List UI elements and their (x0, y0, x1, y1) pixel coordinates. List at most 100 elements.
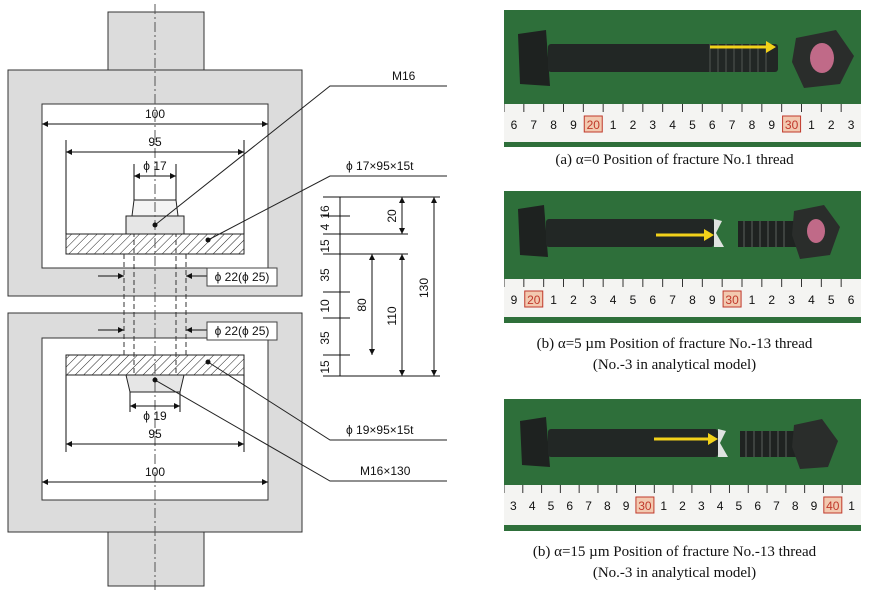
ruler-label: 7 (669, 293, 676, 307)
bolt-thread-piece (740, 431, 796, 457)
callout-bolt-top: M16 (392, 69, 416, 83)
ruler-decade-box (635, 496, 655, 514)
caption-a-line1: (a) α=0 Position of fracture No.1 thread (555, 152, 794, 168)
ruler-label: 4 (610, 293, 617, 307)
ruler-label: 3 (649, 118, 656, 132)
callout-plate-bottom: ϕ 19×95×15t (346, 423, 414, 437)
ruler-label: 1 (808, 118, 815, 132)
dim-35-top: 35 (318, 268, 332, 282)
caption-c-line1: (b) α=15 µm Position of fracture No.-13 … (532, 544, 817, 560)
dim-20: 20 (385, 209, 399, 223)
ruler-label: 6 (709, 118, 716, 132)
nut-hole (810, 43, 834, 73)
callout-plate-top: ϕ 17×95×15t (346, 159, 414, 173)
callout-bolt-bottom: M16×130 (360, 464, 411, 478)
top-grip (107, 11, 205, 71)
ruler (504, 485, 861, 525)
ruler-label: 5 (736, 499, 743, 513)
ruler-label: 8 (749, 118, 756, 132)
ruler-label: 6 (511, 118, 518, 132)
ruler-label: 9 (768, 118, 775, 132)
bolt-head (518, 30, 550, 86)
ruler-label: 8 (689, 293, 696, 307)
ruler-label: 5 (689, 118, 696, 132)
bolt-shank (548, 44, 778, 72)
dim-plate-bottom: 95 (148, 427, 162, 441)
ruler-label: 3 (698, 499, 705, 513)
ruler-label: 1 (550, 293, 557, 307)
ruler-label: 7 (585, 499, 592, 513)
nut (792, 419, 838, 469)
hole-top-label-box (206, 267, 278, 287)
ruler-label: 20 (587, 118, 601, 132)
dim-hole-bottom: ϕ 19 (143, 409, 167, 423)
dim-4: 4 (318, 223, 332, 230)
ruler-label: 8 (792, 499, 799, 513)
ruler-label: 6 (848, 293, 855, 307)
ruler-label: 8 (604, 499, 611, 513)
ruler-label: 1 (848, 499, 855, 513)
ruler-label: 3 (788, 293, 795, 307)
ruler-label: 3 (590, 293, 597, 307)
dim-35-bottom: 35 (318, 331, 332, 345)
ruler-decade-box (722, 290, 742, 308)
ruler-label: 5 (630, 293, 637, 307)
caption-c-line2: (No.-3 in analytical model) (592, 565, 757, 581)
dim-80: 80 (355, 298, 369, 312)
ruler-label: 30 (785, 118, 799, 132)
ruler-label: 4 (808, 293, 815, 307)
ruler-label: 6 (649, 293, 656, 307)
ruler-label: 2 (679, 499, 686, 513)
ruler-label: 1 (749, 293, 756, 307)
ruler-label: 9 (511, 293, 518, 307)
ruler-label: 8 (550, 118, 557, 132)
ruler-label: 4 (529, 499, 536, 513)
bolt-shank (546, 219, 714, 247)
hole-top-label: ϕ 22(ϕ 25) (215, 270, 270, 284)
dim-15-top: 15 (318, 239, 332, 253)
dim-outer-top: 100 (145, 107, 165, 121)
caption-c: (b) α=15 µm Position of fracture No.-13 … (470, 542, 879, 584)
ruler-label: 40 (826, 499, 840, 513)
bolt-head (520, 417, 550, 467)
ruler-label: 7 (729, 118, 736, 132)
bolt-head (518, 205, 548, 257)
caption-a: (a) α=0 Position of fracture No.1 thread (470, 150, 879, 171)
dim-15-bottom: 15 (318, 360, 332, 374)
ruler-label: 9 (570, 118, 577, 132)
ruler-label: 9 (623, 499, 630, 513)
dim-16: 16 (318, 205, 332, 219)
ruler-label: 3 (510, 499, 517, 513)
ruler-label: 9 (811, 499, 818, 513)
dim-plate-top: 95 (148, 135, 162, 149)
ruler-label: 2 (768, 293, 775, 307)
bolt-shank (123, 216, 187, 390)
ruler-label: 7 (773, 499, 780, 513)
ruler-label: 4 (669, 118, 676, 132)
dim-110: 110 (385, 306, 399, 325)
ruler-label: 2 (570, 293, 577, 307)
ruler-label: 2 (828, 118, 835, 132)
caption-b-line1: (b) α=5 µm Position of fracture No.-13 t… (536, 336, 813, 352)
bolt-shank (548, 429, 718, 457)
ruler-label: 6 (754, 499, 761, 513)
ruler-decade-box (583, 115, 603, 133)
ruler-decade-box (823, 496, 843, 514)
specimen-drawing: 100 95 ϕ 17 ϕ 19 95 100 ϕ 22(ϕ 25) ϕ 22(… (7, 4, 447, 590)
ruler-label: 30 (638, 499, 652, 513)
ruler-label: 7 (530, 118, 537, 132)
ruler-label: 30 (725, 293, 739, 307)
ruler-label: 5 (828, 293, 835, 307)
ruler-decade-box (782, 115, 802, 133)
ruler-label: 1 (660, 499, 667, 513)
hole-bottom-label: ϕ 22(ϕ 25) (215, 324, 270, 338)
ruler-label: 1 (610, 118, 617, 132)
